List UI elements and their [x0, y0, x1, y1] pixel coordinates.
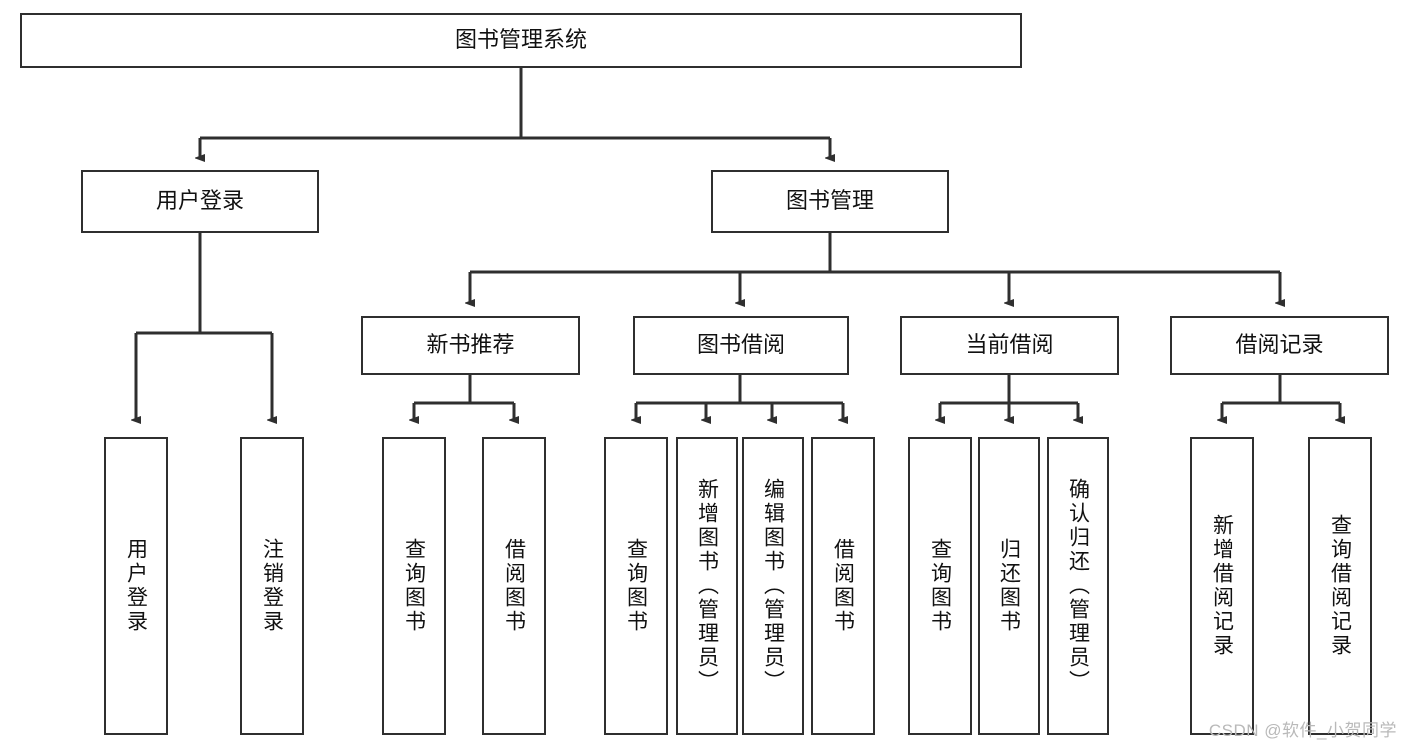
- node-label: 注销登录: [260, 538, 284, 634]
- node-label: 借阅记录: [1235, 332, 1324, 358]
- leaf-new-book-borrow-book[interactable]: 借阅图书: [482, 437, 546, 735]
- node-label: 编辑图书（管理员）: [761, 478, 785, 694]
- watermark-text: CSDN @软件_小贺同学: [1208, 721, 1397, 740]
- node-label: 图书管理系统: [454, 27, 587, 53]
- node-book-management[interactable]: 图书管理: [711, 170, 949, 233]
- leaf-borrow-record-add-record[interactable]: 新增借阅记录: [1190, 437, 1254, 735]
- node-label: 归还图书: [997, 538, 1021, 634]
- node-label: 用户登录: [155, 188, 244, 214]
- node-label: 新增图书（管理员）: [695, 478, 719, 694]
- node-book-borrow[interactable]: 图书借阅: [633, 316, 849, 375]
- node-label: 确认归还（管理员）: [1066, 478, 1090, 694]
- leaf-user-login-logout[interactable]: 注销登录: [240, 437, 304, 735]
- node-label: 借阅图书: [502, 538, 526, 634]
- node-label: 图书借阅: [696, 332, 785, 358]
- leaf-book-borrow-borrow-book[interactable]: 借阅图书: [811, 437, 875, 735]
- node-label: 新增借阅记录: [1210, 514, 1234, 658]
- leaf-book-borrow-edit-book-admin[interactable]: 编辑图书（管理员）: [742, 437, 804, 735]
- node-label: 查询借阅记录: [1328, 514, 1352, 658]
- leaf-current-borrow-confirm-return-admin[interactable]: 确认归还（管理员）: [1047, 437, 1109, 735]
- leaf-user-login-login[interactable]: 用户登录: [104, 437, 168, 735]
- node-label: 当前借阅: [965, 332, 1054, 358]
- node-user-login[interactable]: 用户登录: [81, 170, 319, 233]
- node-label: 查询图书: [624, 538, 648, 634]
- node-label: 查询图书: [928, 538, 952, 634]
- node-label: 图书管理: [785, 188, 874, 214]
- node-label: 借阅图书: [831, 538, 855, 634]
- node-label: 用户登录: [124, 538, 148, 634]
- node-label: 新书推荐: [426, 332, 515, 358]
- node-label: 查询图书: [402, 538, 426, 634]
- leaf-borrow-record-query-record[interactable]: 查询借阅记录: [1308, 437, 1372, 735]
- node-borrow-record[interactable]: 借阅记录: [1170, 316, 1389, 375]
- node-current-borrow[interactable]: 当前借阅: [900, 316, 1119, 375]
- leaf-book-borrow-query-book[interactable]: 查询图书: [604, 437, 668, 735]
- node-root-book-management-system[interactable]: 图书管理系统: [20, 13, 1022, 68]
- leaf-current-borrow-query-book[interactable]: 查询图书: [908, 437, 972, 735]
- leaf-new-book-query-book[interactable]: 查询图书: [382, 437, 446, 735]
- leaf-current-borrow-return-book[interactable]: 归还图书: [978, 437, 1040, 735]
- node-new-book-recommend[interactable]: 新书推荐: [361, 316, 580, 375]
- leaf-book-borrow-add-book-admin[interactable]: 新增图书（管理员）: [676, 437, 738, 735]
